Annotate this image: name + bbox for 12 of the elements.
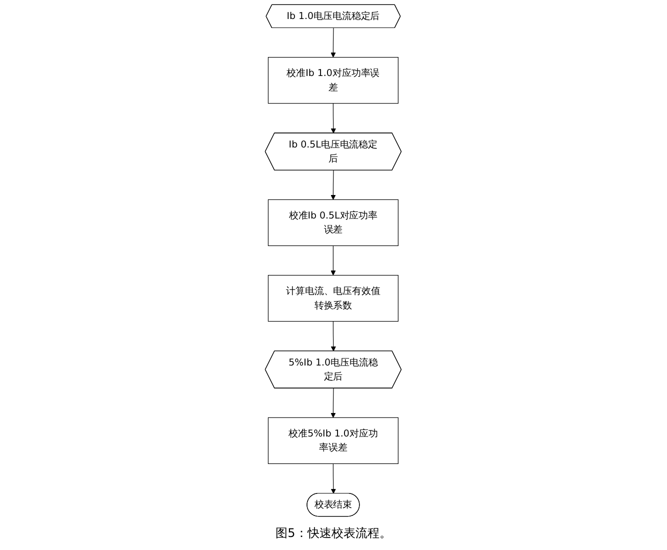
arrow [330, 245, 336, 276]
arrow [330, 170, 336, 200]
arrow [331, 321, 336, 352]
arrow [331, 103, 336, 134]
node-box: 校准5%Ib 1.0对应功率误差 [268, 417, 399, 464]
node-box: 校准Ib 0.5L对应功率误差 [268, 199, 399, 246]
node-box: 计算电流、电压有效值转换系数 [268, 274, 399, 322]
arrow [331, 463, 336, 494]
arrow [330, 388, 336, 418]
arrow [330, 28, 336, 58]
node-box: 校准Ib 1.0对应功率误差 [268, 57, 399, 104]
figure-caption: 图5：快速校表流程。 [276, 525, 392, 542]
